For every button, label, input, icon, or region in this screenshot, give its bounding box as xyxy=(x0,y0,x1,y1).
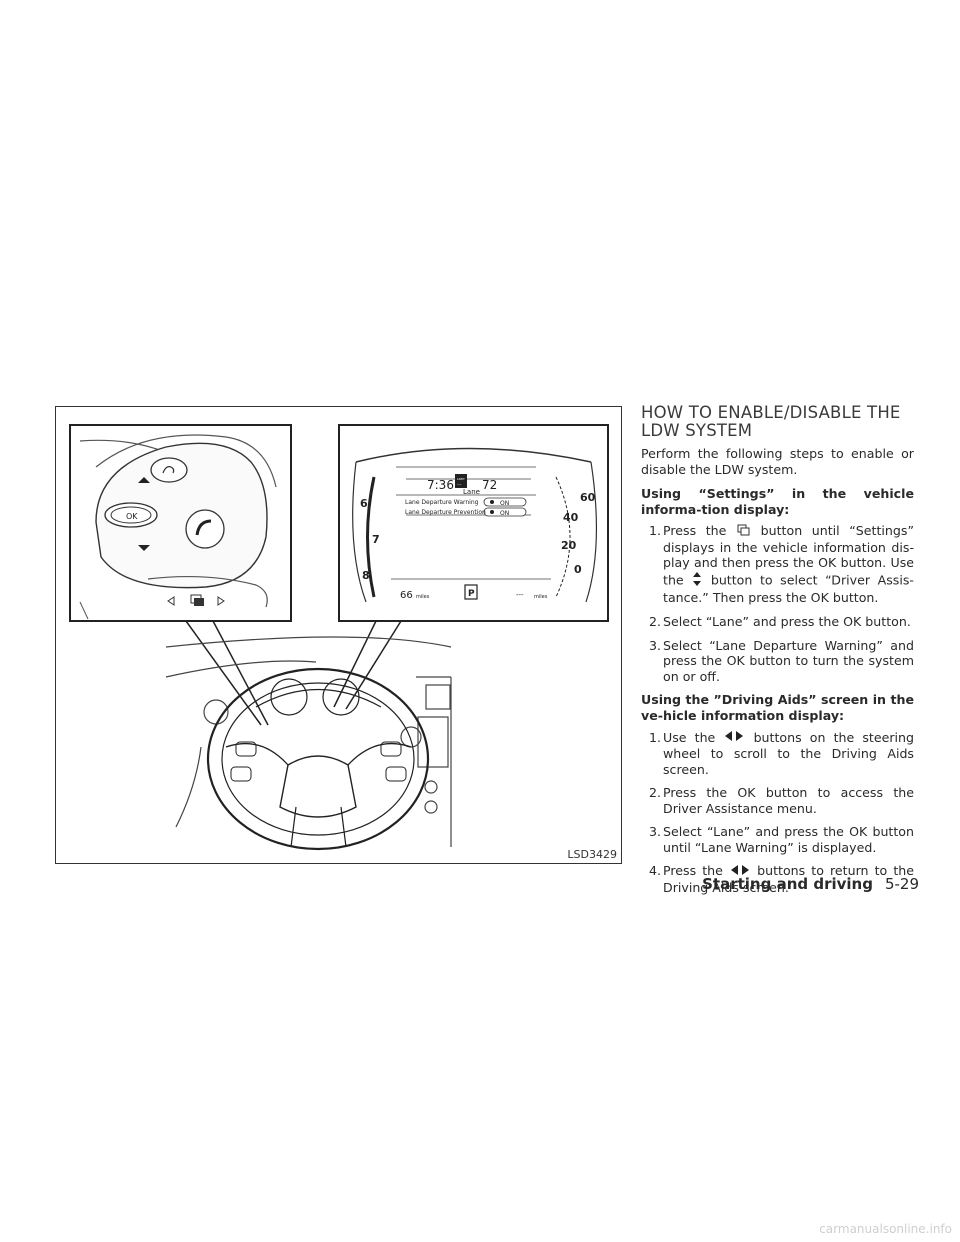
list-item: 4. Press the buttons to return to the Dr… xyxy=(649,863,914,895)
dashboard-drawing xyxy=(165,636,452,847)
section-heading: HOW TO ENABLE/DISABLE THE LDW SYSTEM xyxy=(641,403,901,440)
tach-label-8: 8 xyxy=(362,569,370,582)
list-item: 2. Press the OK button to access the Dri… xyxy=(649,785,914,816)
cluster-on-badge-2: ON xyxy=(500,510,509,517)
list-item: 2. Select “Lane” and press the OK button… xyxy=(649,614,911,630)
cluster-limit-value: --- xyxy=(457,482,462,487)
intro-paragraph: Perform the following steps to enable or… xyxy=(641,446,914,477)
cluster-row-warning: Lane Departure Warning xyxy=(405,499,479,506)
cluster-on-badge-1: ON xyxy=(500,500,509,507)
settings-steps: 1. Press the button until “Settings” dis… xyxy=(641,523,914,684)
cluster-range: --- xyxy=(516,591,524,599)
cluster-gear: P xyxy=(468,589,475,599)
cluster-display-inset xyxy=(338,424,609,622)
steering-wheel-illustration: OK 7:36 72 LIMIT --- Lane Lane Departure xyxy=(69,424,609,851)
speed-label-20: 20 xyxy=(561,539,577,552)
left-right-arrows-icon xyxy=(730,864,750,880)
cluster-menu-title: Lane xyxy=(463,488,480,496)
page-number: 5-29 xyxy=(884,875,919,893)
tach-label-6: 6 xyxy=(360,497,368,510)
figure-code: LSD3429 xyxy=(567,848,617,861)
cluster-range-unit: miles xyxy=(534,594,548,600)
cluster-odometer-unit: miles xyxy=(416,594,430,600)
ok-button-label: OK xyxy=(126,512,138,521)
watermark: carmanualsonline.info xyxy=(819,1222,952,1236)
instruction-column: HOW TO ENABLE/DISABLE THE LDW SYSTEM Per… xyxy=(641,404,914,903)
speed-label-0: 0 xyxy=(574,563,582,576)
settings-button-icon xyxy=(737,524,750,540)
speed-label-60: 60 xyxy=(580,491,596,504)
list-item: 3. Select “Lane Departure Warning” and p… xyxy=(649,637,914,684)
cluster-temp: 72 xyxy=(482,478,497,492)
list-item: 1. Press the button until “Settings” dis… xyxy=(649,523,914,606)
speed-label-40: 40 xyxy=(563,511,579,524)
footer-section-title: Starting and driving xyxy=(702,875,873,893)
list-item: 1. Use the buttons on the steering wheel… xyxy=(649,729,914,777)
steering-controls-inset xyxy=(69,424,292,622)
cluster-odometer: 66 xyxy=(400,590,413,601)
page-footer: Starting and driving 5-29 xyxy=(702,875,919,893)
cluster-row-prevention: Lane Departure Prevention xyxy=(405,509,486,516)
cluster-time: 7:36 xyxy=(427,478,454,492)
tach-label-7: 7 xyxy=(372,533,380,546)
driving-aids-steps: 1. Use the buttons on the steering wheel… xyxy=(641,730,914,896)
up-down-arrows-icon xyxy=(692,571,702,591)
left-right-arrows-icon xyxy=(724,730,744,746)
subheading-settings: Using “Settings” in the vehicle informa-… xyxy=(641,486,914,517)
cluster-limit-label: LIMIT xyxy=(457,477,465,481)
callout-lines xyxy=(185,620,402,726)
steering-wheel-drawing xyxy=(206,667,430,851)
list-item: 3. Select “Lane” and press the OK button… xyxy=(649,824,914,855)
subheading-driving-aids: Using the ”Driving Aids” screen in the v… xyxy=(641,692,914,724)
illustration-figure: OK 7:36 72 LIMIT --- Lane Lane Departure xyxy=(55,406,622,864)
